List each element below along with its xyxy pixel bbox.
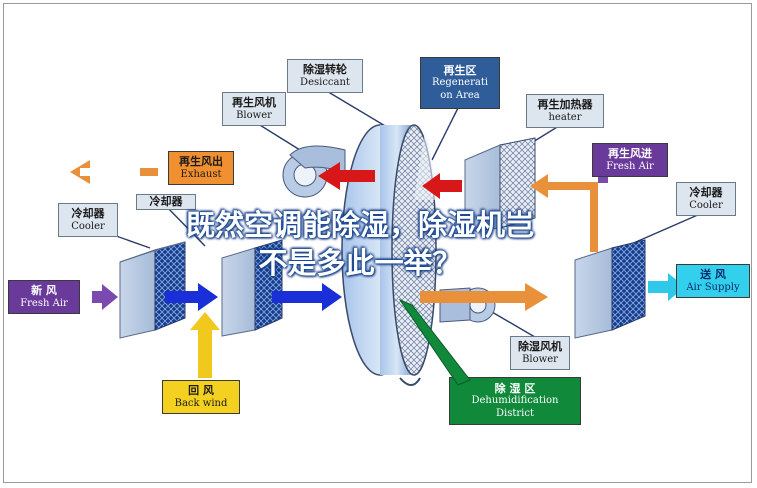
label-fresh-air: 新 风 Fresh Air [8,280,80,314]
label-regen-heater-cn: 再生加热器 [537,97,593,111]
label-back-wind: 回 风 Back wind [162,380,240,414]
cooler-right-unit [574,239,646,339]
label-dehu-blower-cn: 除湿风机 [518,339,562,353]
regen-blower-unit [282,145,346,198]
label-cooler-right-cn: 冷却器 [689,185,723,199]
label-regen-fresh-air-cn: 再生风进 [608,146,652,160]
label-regen-heater: 再生加热器 heater [526,94,604,128]
label-regen-heater-en: heater [548,111,582,123]
label-dehu-district-en: Dehumidification District [471,395,559,419]
label-regeneration-area-en: Regenerati on Area [431,77,489,101]
label-regen-blower: 再生风机 Blower [222,92,286,126]
label-regen-blower-cn: 再生风机 [232,95,276,109]
label-desiccant-en: Desiccant [300,76,350,88]
label-fresh-air-en: Fresh Air [20,297,68,309]
overlay-title: 既然空调能除湿，除湿机岂 不是多此一举？ [60,206,660,282]
label-dehu-district: 除 湿 区 Dehumidification District [449,377,581,425]
label-cooler-right-en: Cooler [689,199,723,211]
label-air-supply: 送 风 Air Supply [676,264,750,298]
label-cooler-left-cn: 冷却器 [71,206,105,220]
overlay-title-line1: 既然空调能除湿，除湿机岂 [185,208,534,242]
label-dehu-blower-en: Blower [522,353,558,365]
label-back-wind-cn: 回 风 [188,383,214,397]
label-regeneration-area-cn: 再生区 [443,63,477,77]
label-dehu-blower: 除湿风机 Blower [510,336,570,370]
label-regen-fresh-air: 再生风进 Fresh Air [592,143,668,177]
cooler-middle-unit [221,239,283,337]
label-exhaust: 再生风出 Exhaust [168,151,234,185]
label-cooler-left-en: Cooler [71,220,105,232]
label-back-wind-en: Back wind [174,397,228,409]
label-cooler-left: 冷却器 Cooler [58,203,118,237]
label-exhaust-en: Exhaust [180,168,222,180]
overlay-title-line2: 不是多此一举？ [258,246,462,280]
regen-heater-unit [464,137,536,233]
label-dehu-district-cn: 除 湿 区 [494,381,536,395]
label-air-supply-cn: 送 风 [700,267,726,281]
label-desiccant-cn: 除湿转轮 [303,62,347,76]
label-cooler-right: 冷却器 Cooler [676,182,736,216]
label-fresh-air-cn: 新 风 [31,283,57,297]
label-regen-fresh-air-en: Fresh Air [606,160,654,172]
cooler-left-unit [119,241,186,339]
label-exhaust-cn: 再生风出 [179,154,223,168]
label-regeneration-area: 再生区 Regenerati on Area [420,57,500,109]
label-cooler-partial-cn: 冷却器 [149,195,183,209]
label-cooler-partial: 冷却器 [136,194,196,210]
label-desiccant: 除湿转轮 Desiccant [287,59,363,93]
label-air-supply-en: Air Supply [686,281,740,293]
airflow-arrows [70,160,685,378]
label-regen-blower-en: Blower [236,109,272,121]
